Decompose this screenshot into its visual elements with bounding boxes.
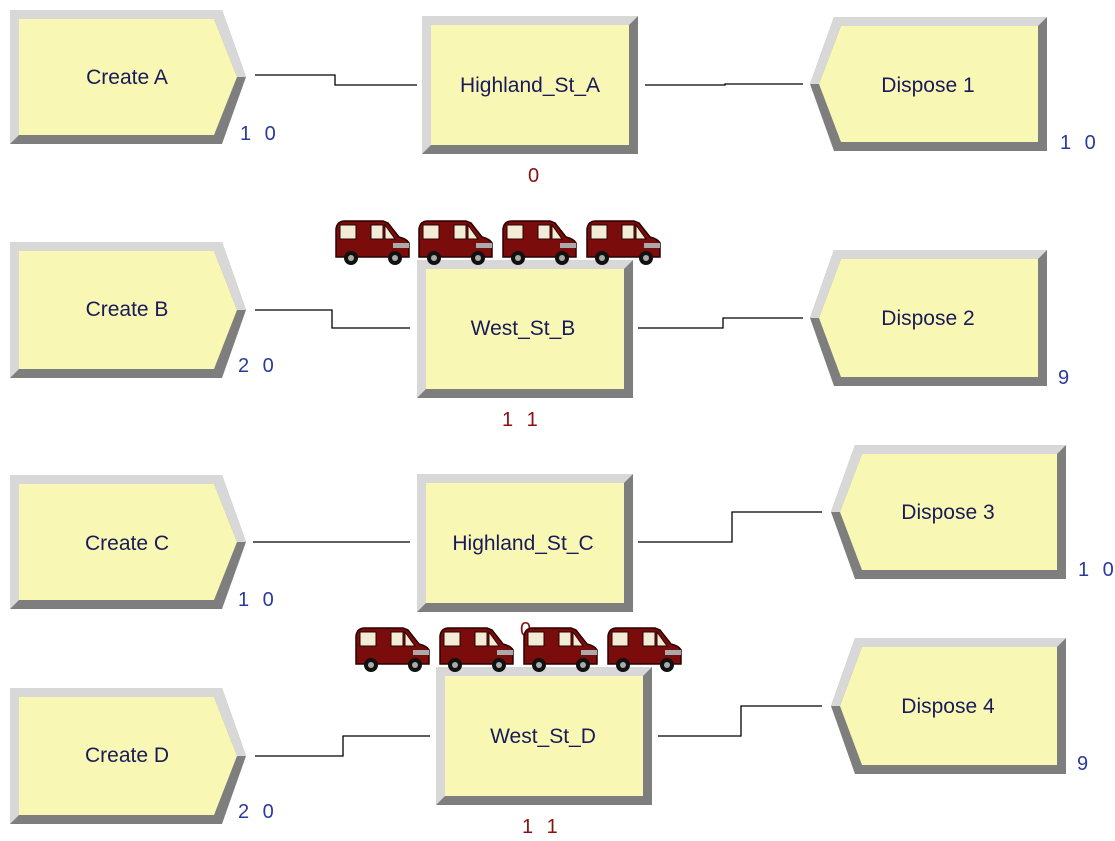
process-count: 0: [528, 165, 543, 187]
car-icon: [439, 627, 514, 673]
create-count: 2 0: [238, 801, 278, 823]
connector-west-st-b-to-dispose-2[interactable]: [638, 317, 803, 329]
process-count: 0: [520, 619, 535, 641]
dispose-module-3[interactable]: Dispose 3: [831, 445, 1066, 579]
queue-west-st-d: [355, 627, 682, 673]
dispose-module-4[interactable]: Dispose 4: [831, 638, 1066, 774]
dispose-module-label: Dispose 4: [901, 695, 995, 718]
connectors: [253, 74, 822, 757]
create-module-c[interactable]: Create C: [10, 475, 246, 609]
queue-west-st-b: [335, 220, 661, 266]
car-icon: [523, 627, 598, 673]
create-count: 2 0: [238, 355, 278, 377]
process-module-west-st-d[interactable]: West_St_D: [436, 667, 652, 805]
create-module-label: Create A: [86, 66, 168, 89]
create-module-a[interactable]: Create A: [10, 10, 246, 144]
connector-west-st-d-to-dispose-4[interactable]: [658, 705, 822, 737]
create-count: 1 0: [238, 589, 278, 611]
process-module-label: West_St_B: [471, 317, 576, 340]
car-icon: [502, 220, 577, 266]
connector-create-b-to-west-st-b[interactable]: [255, 309, 410, 329]
car-icon: [355, 627, 430, 673]
connector-create-d-to-west-st-d[interactable]: [255, 735, 430, 757]
dispose-module-label: Dispose 2: [881, 307, 974, 330]
connector-highland-st-a-to-dispose-1[interactable]: [645, 83, 803, 86]
car-icon: [418, 220, 493, 266]
process-module-label: Highland_St_A: [460, 74, 600, 97]
dispose-module-label: Dispose 3: [901, 501, 994, 524]
process-module-highland-st-a[interactable]: Highland_St_A: [422, 16, 638, 154]
create-module-b[interactable]: Create B: [10, 242, 246, 378]
dispose-count: 1 0: [1060, 132, 1100, 154]
car-icon: [586, 220, 661, 266]
process-module-west-st-b[interactable]: West_St_B: [417, 260, 633, 398]
process-module-label: West_St_D: [490, 725, 596, 748]
create-module-label: Create D: [85, 744, 169, 767]
car-icon: [335, 220, 410, 266]
dispose-module-2[interactable]: Dispose 2: [810, 250, 1047, 386]
connector-create-a-to-highland-st-a[interactable]: [255, 74, 417, 86]
dispose-count: 9: [1077, 753, 1092, 775]
connector-highland-st-c-to-dispose-3[interactable]: [638, 511, 822, 543]
dispose-count: 9: [1058, 367, 1073, 389]
process-count: 1 1: [502, 409, 542, 431]
dispose-module-label: Dispose 1: [881, 74, 974, 97]
car-icon: [607, 627, 682, 673]
process-count: 1 1: [522, 816, 562, 838]
process-module-label: Highland_St_C: [452, 532, 593, 555]
dispose-count: 1 0: [1078, 559, 1115, 581]
create-count: 1 0: [240, 123, 280, 145]
create-module-label: Create B: [86, 298, 169, 321]
dispose-module-1[interactable]: Dispose 1: [810, 17, 1047, 151]
process-module-highland-st-c[interactable]: Highland_St_C: [417, 474, 633, 612]
create-module-label: Create C: [85, 532, 169, 555]
create-module-d[interactable]: Create D: [10, 688, 246, 824]
